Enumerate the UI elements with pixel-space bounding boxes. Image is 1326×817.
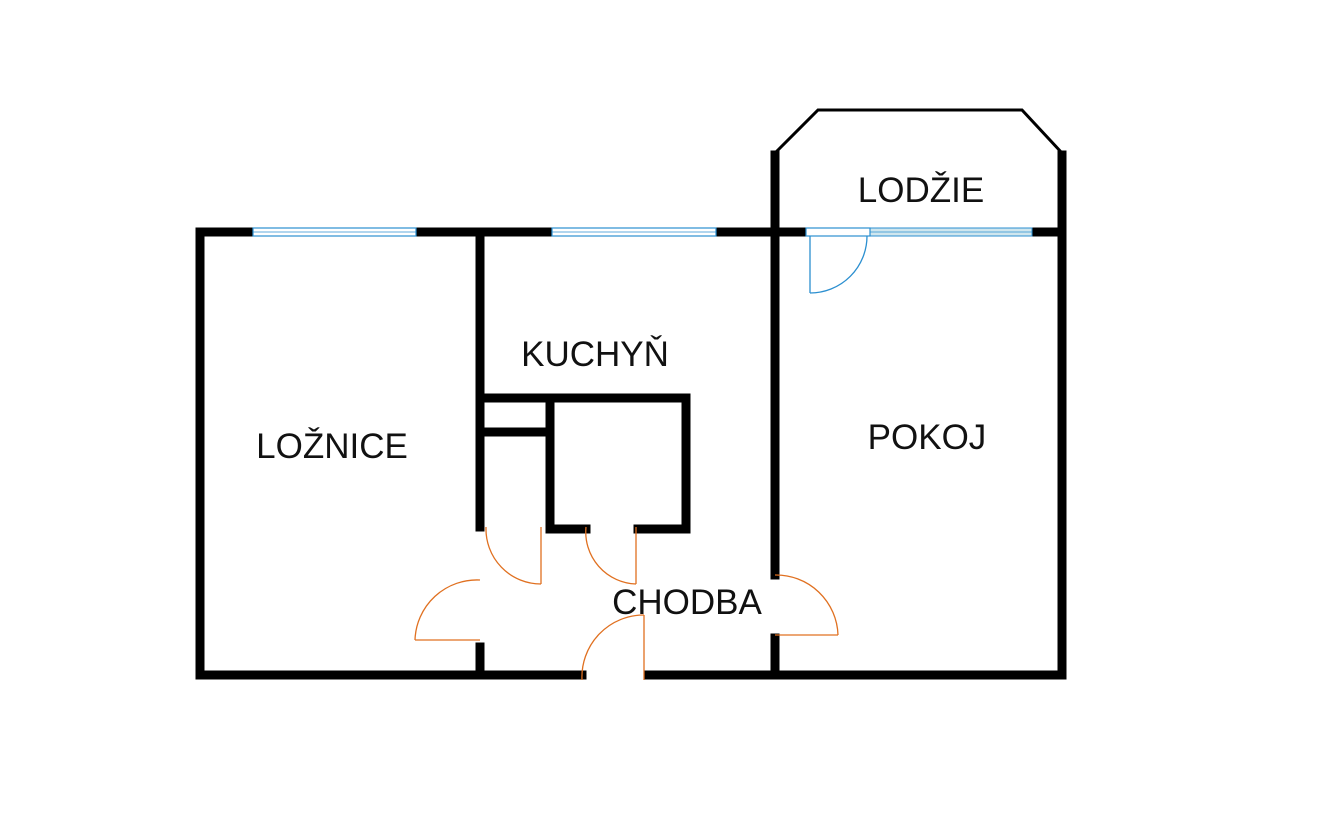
room-label-kuchyn: KUCHYŇ	[521, 335, 669, 374]
room-label-pokoj: POKOJ	[868, 418, 987, 457]
interior-doors	[414, 526, 839, 681]
windows	[252, 227, 1033, 237]
outer-walls	[195, 150, 1067, 680]
window-kitchen	[551, 227, 717, 237]
room-label-lodzie: LODŽIE	[858, 171, 984, 210]
door-wc	[485, 526, 542, 585]
room-labels: LOŽNICE KUCHYŇ POKOJ LODŽIE CHODBA	[256, 171, 986, 622]
window-livingroom	[869, 227, 1033, 237]
room-label-loznice: LOŽNICE	[256, 427, 408, 466]
door-entry	[581, 614, 645, 681]
door-balcony	[805, 227, 871, 294]
room-label-chodba: CHODBA	[612, 583, 762, 622]
window-bedroom	[252, 227, 417, 237]
door-bedroom	[414, 579, 481, 641]
door-bathroom	[585, 526, 637, 585]
loggia-railing	[773, 108, 1064, 155]
door-livingroom	[774, 574, 839, 636]
interior-walls	[475, 227, 780, 680]
loggia-outline	[770, 108, 1064, 237]
